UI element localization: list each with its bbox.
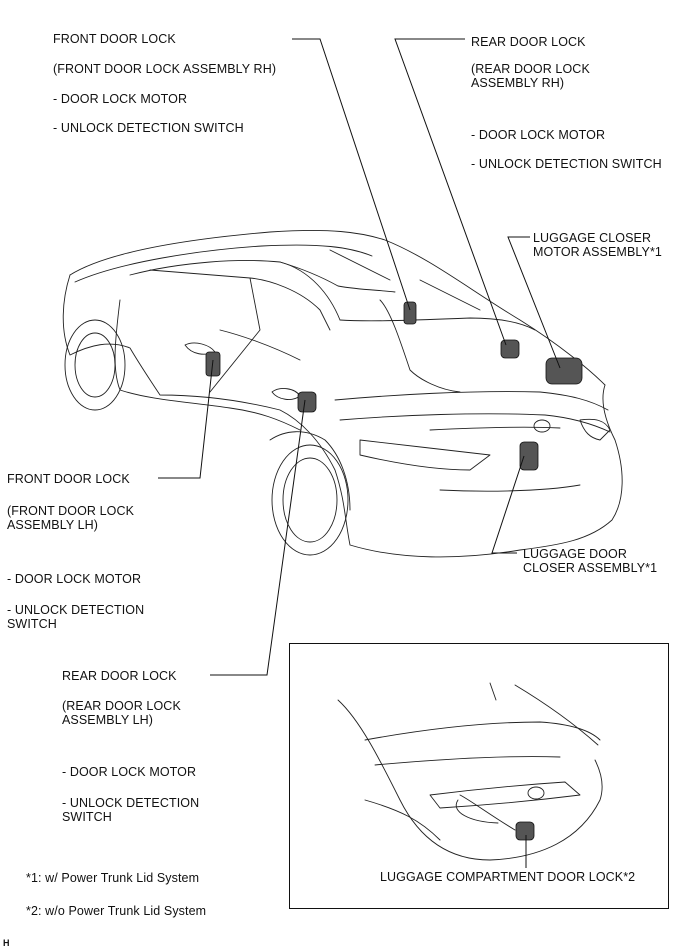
- car-roof-inner: [74, 244, 373, 283]
- front-rh-motor: - DOOR LOCK MOTOR: [53, 92, 188, 106]
- front-wheel: [64, 319, 126, 411]
- rear-rh-assembly-2: ASSEMBLY RH): [471, 76, 565, 90]
- inset-lock-part: [515, 821, 535, 841]
- luggage-door-closer-line2: CLOSER ASSEMBLY*1: [523, 561, 658, 575]
- rear-lh-title: REAR DOOR LOCK: [62, 669, 177, 683]
- rear-lh-motor: - DOOR LOCK MOTOR: [62, 765, 197, 779]
- leader-luggage-door-closer: [491, 455, 525, 554]
- inset-trunk-outline: [337, 699, 603, 861]
- rear-rh-lock-part: [500, 339, 520, 359]
- car-roof-outline: [69, 229, 606, 386]
- luggage-door-closer-line1: LUGGAGE DOOR: [523, 547, 627, 561]
- corner-mark: H: [3, 938, 10, 948]
- front-rh-title: FRONT DOOR LOCK: [53, 32, 176, 46]
- leader-rear-lh: [210, 399, 306, 676]
- rear-rh-switch: - UNLOCK DETECTION SWITCH: [471, 157, 662, 171]
- rear-rh-motor: - DOOR LOCK MOTOR: [471, 128, 606, 142]
- front-lh-title: FRONT DOOR LOCK: [7, 472, 130, 486]
- luggage-compartment-inset-frame: [289, 643, 669, 909]
- luggage-closer-motor-line2: MOTOR ASSEMBLY*1: [533, 245, 662, 259]
- tail-light-left: [359, 439, 491, 471]
- leader-front-rh: [292, 38, 411, 311]
- luggage-door-closer-part: [519, 441, 539, 471]
- car-body-outline: [62, 274, 623, 558]
- luggage-compartment-lock-label: LUGGAGE COMPARTMENT DOOR LOCK*2: [380, 870, 636, 884]
- front-lh-assembly-1: (FRONT DOOR LOCK: [7, 504, 135, 518]
- leader-front-lh: [158, 359, 214, 479]
- leader-luggage-closer-motor: [507, 236, 561, 369]
- rear-lh-switch-2: SWITCH: [62, 810, 112, 824]
- front-rh-switch: - UNLOCK DETECTION SWITCH: [53, 121, 244, 135]
- rear-lh-assembly-2: ASSEMBLY LH): [62, 713, 154, 727]
- front-lh-switch-1: - UNLOCK DETECTION: [7, 603, 145, 617]
- front-rh-assembly: (FRONT DOOR LOCK ASSEMBLY RH): [53, 62, 277, 76]
- front-lh-assembly-2: ASSEMBLY LH): [7, 518, 99, 532]
- rear-lh-assembly-1: (REAR DOOR LOCK: [62, 699, 181, 713]
- footnote-2: *2: w/o Power Trunk Lid System: [26, 904, 207, 918]
- leader-rear-rh: [394, 38, 507, 346]
- rear-lh-switch-1: - UNLOCK DETECTION: [62, 796, 200, 810]
- rear-lh-lock-part: [297, 391, 317, 413]
- trunk-lid: [334, 391, 609, 411]
- front-lh-switch-2: SWITCH: [7, 617, 57, 631]
- footnote-1: *1: w/ Power Trunk Lid System: [26, 871, 200, 885]
- luggage-closer-motor-part: [545, 357, 583, 385]
- luggage-closer-motor-line1: LUGGAGE CLOSER: [533, 231, 652, 245]
- rear-rh-title: REAR DOOR LOCK: [471, 35, 586, 49]
- front-rh-lock-part: [403, 301, 417, 325]
- rear-wheel: [271, 444, 349, 556]
- rear-rh-assembly-1: (REAR DOOR LOCK: [471, 62, 590, 76]
- front-lh-motor: - DOOR LOCK MOTOR: [7, 572, 142, 586]
- tail-light-right: [579, 418, 611, 441]
